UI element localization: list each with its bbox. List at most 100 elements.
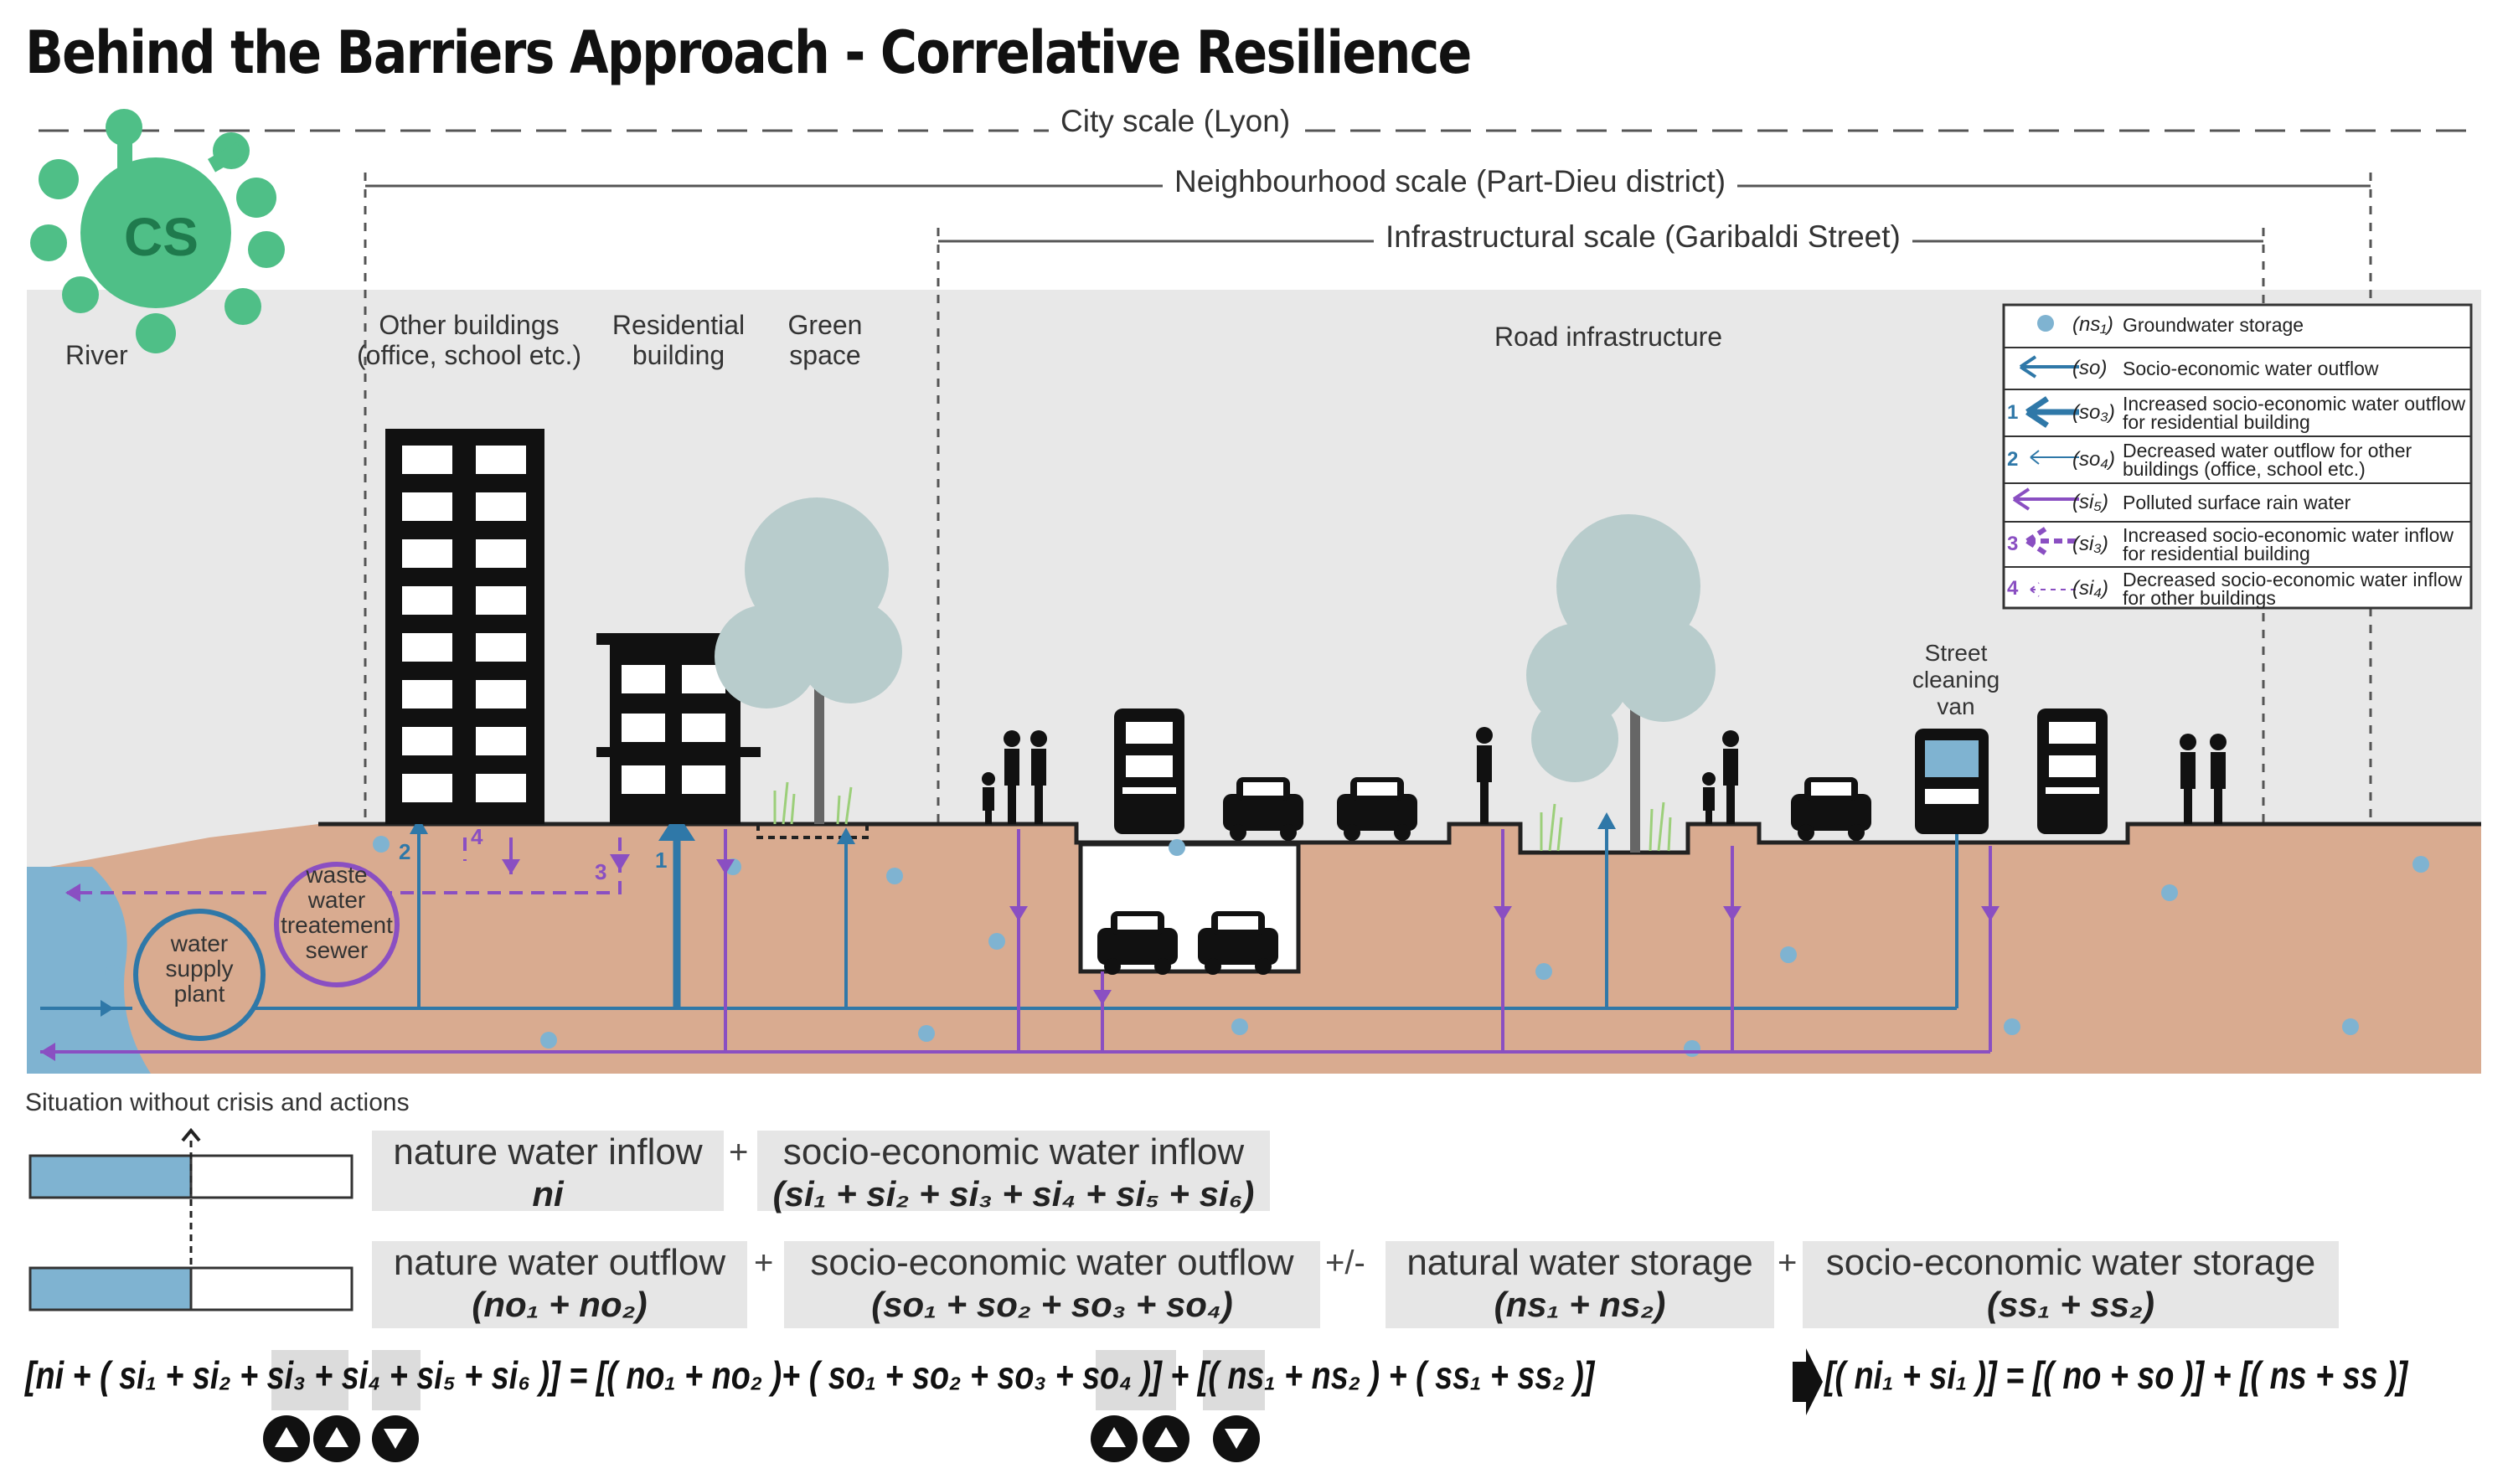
legend-frame — [2002, 303, 2473, 610]
van-label-3: van — [1937, 693, 1975, 719]
marker-3: 3 — [595, 859, 607, 884]
water-supply-label-2: supply — [165, 956, 234, 982]
sewer-dashed-pipes — [67, 837, 622, 894]
socio-storage-label: socio-economic water storage — [1825, 1242, 2316, 1283]
legend-text: Decreased socio-economic water inflow fo… — [2123, 569, 2463, 609]
change-indicators — [263, 1415, 1260, 1462]
car — [1223, 777, 1303, 841]
legend-row: 3 (si₃) Increased socio-economic water i… — [2004, 521, 2471, 566]
legend-text: Groundwater storage — [2123, 314, 2304, 336]
waste-water-label-3: treatement — [281, 912, 393, 938]
sewer-arrowheads — [40, 854, 2000, 1061]
legend-text: Increased socio-economic water inflow fo… — [2123, 524, 2454, 564]
legend-row: 4 (si₄) Decreased socio-economic water i… — [2004, 566, 2471, 610]
plus-minus-sign: +/- — [1325, 1244, 1365, 1281]
street-cleaning-van — [1915, 729, 1989, 834]
supply-pipes — [40, 762, 1958, 1010]
socio-storage-formula: (ss₁ + ss₂) — [1986, 1285, 2155, 1324]
nature-outflow-box: nature water outflow (no₁ + no₂) — [372, 1241, 747, 1328]
road-tree — [1526, 514, 1716, 853]
legend-num: 3 — [2007, 533, 2019, 555]
socio-outflow-box: socio-economic water outflow (so₁ + so₂ … — [784, 1241, 1320, 1328]
legend-symbols — [2012, 315, 2079, 597]
balance-equation: [ni + ( si₁ + si₂ + si₃ + si₄ + si₅ + si… — [25, 1353, 1595, 1397]
marker-1: 1 — [655, 848, 668, 873]
natural-storage-label: natural water storage — [1406, 1242, 1753, 1283]
legend-text: Polluted surface rain water — [2123, 492, 2351, 513]
legend-code: (si₄) — [2072, 577, 2108, 600]
legend-row: (si₅) Polluted surface rain water — [2004, 482, 2471, 521]
marker-2: 2 — [399, 839, 411, 864]
nature-inflow-label: nature water inflow — [393, 1131, 703, 1172]
waste-water-label-4: sewer — [305, 937, 369, 963]
van-label-1: Street — [1924, 640, 1988, 666]
legend-row: 1 (so₃) Increased socio-economic water o… — [2004, 389, 2471, 435]
marker-4: 4 — [471, 824, 483, 849]
water-supply-label-1: water — [170, 930, 229, 956]
residential-building — [596, 633, 761, 824]
outflow-bar-fill — [28, 1266, 193, 1311]
other-buildings-tower — [385, 429, 544, 824]
legend-text: Increased socio-economic water outflow f… — [2123, 393, 2466, 433]
other-buildings-label-1: Other buildings — [379, 310, 560, 340]
bus-left — [1114, 709, 1184, 834]
legend-row: (so) Socio-economic water outflow — [2004, 347, 2471, 389]
legend-text: Socio-economic water outflow — [2123, 358, 2379, 379]
car — [1337, 777, 1417, 841]
natural-storage-formula: (ns₁ + ns₂) — [1494, 1285, 1666, 1324]
inflow-bar-fill — [28, 1154, 193, 1199]
nature-outflow-label: nature water outflow — [393, 1242, 726, 1283]
city-scale-label: City scale (Lyon) — [1049, 104, 1303, 139]
legend-row: 2 (so₄) Decreased water outflow for othe… — [2004, 435, 2471, 482]
groundwater-storage-dots — [105, 836, 2429, 1057]
infrastructural-scale-label: Infrastructural scale (Garibaldi Street) — [1374, 219, 1912, 255]
equation-arrow — [1793, 1348, 1823, 1415]
legend-row: (ns₁) Groundwater storage — [2004, 305, 2471, 345]
river-water — [27, 867, 151, 1074]
socio-inflow-formula: (si₁ + si₂ + si₃ + si₄ + si₅ + si₆) — [772, 1174, 1255, 1213]
natural-storage-box: natural water storage (ns₁ + ns₂) — [1386, 1241, 1774, 1328]
green-space-label-2: space — [789, 340, 861, 370]
nature-inflow-formula: ni — [532, 1174, 564, 1213]
legend-code: (si₅) — [2072, 491, 2108, 513]
plus-sign: + — [1778, 1244, 1798, 1281]
socio-outflow-formula: (so₁ + so₂ + so₃ + so₄) — [871, 1285, 1233, 1324]
legend-code: (so₃) — [2072, 401, 2115, 424]
socio-inflow-label: socio-economic water inflow — [782, 1131, 1245, 1172]
equation-highlight — [1203, 1350, 1265, 1410]
water-supply-label-3: plant — [173, 981, 225, 1007]
legend-code: (so) — [2072, 357, 2108, 379]
legend-text: Decreased water outflow for other buildi… — [2123, 440, 2412, 480]
equation-highlight — [372, 1350, 421, 1410]
road-infrastructure-label: Road infrastructure — [1494, 322, 1723, 352]
car — [1198, 911, 1278, 975]
plus-sign: + — [754, 1244, 774, 1281]
legend-num: 4 — [2007, 577, 2019, 600]
equation-highlight — [271, 1350, 348, 1410]
grass — [773, 781, 1672, 852]
page-title: Behind the Barriers Approach - Correlati… — [25, 18, 1472, 87]
legend-num: 1 — [2007, 401, 2019, 424]
legend-code: (si₃) — [2072, 533, 2108, 555]
waste-water-label-2: water — [307, 887, 366, 913]
waste-water-circle — [274, 862, 400, 987]
socio-inflow-box: socio-economic water inflow (si₁ + si₂ +… — [757, 1131, 1270, 1213]
cs-virus-logo — [30, 109, 285, 353]
socio-outflow-label: socio-economic water outflow — [810, 1242, 1294, 1283]
legend-code: (ns₁) — [2072, 313, 2113, 336]
other-buildings-label-2: (office, school etc.) — [357, 340, 581, 370]
green-space-label-1: Green — [787, 310, 863, 340]
residential-label-2: building — [632, 340, 725, 370]
green-space-pit — [756, 824, 869, 839]
nature-outflow-formula: (no₁ + no₂) — [472, 1285, 648, 1324]
river-label: River — [65, 340, 128, 370]
bus-right — [2037, 709, 2108, 834]
socio-storage-box: socio-economic water storage (ss₁ + ss₂) — [1803, 1241, 2339, 1328]
legend-code: (so₄) — [2072, 448, 2115, 471]
pedestrians — [982, 727, 2227, 824]
nature-inflow-box: nature water inflow ni — [372, 1131, 724, 1213]
waste-water-label-1: waste — [306, 862, 368, 888]
cars — [1097, 777, 1871, 975]
simplified-equation: [( ni₁ + si₁ )] = [( no + so )] + [( ns … — [1824, 1353, 2408, 1397]
